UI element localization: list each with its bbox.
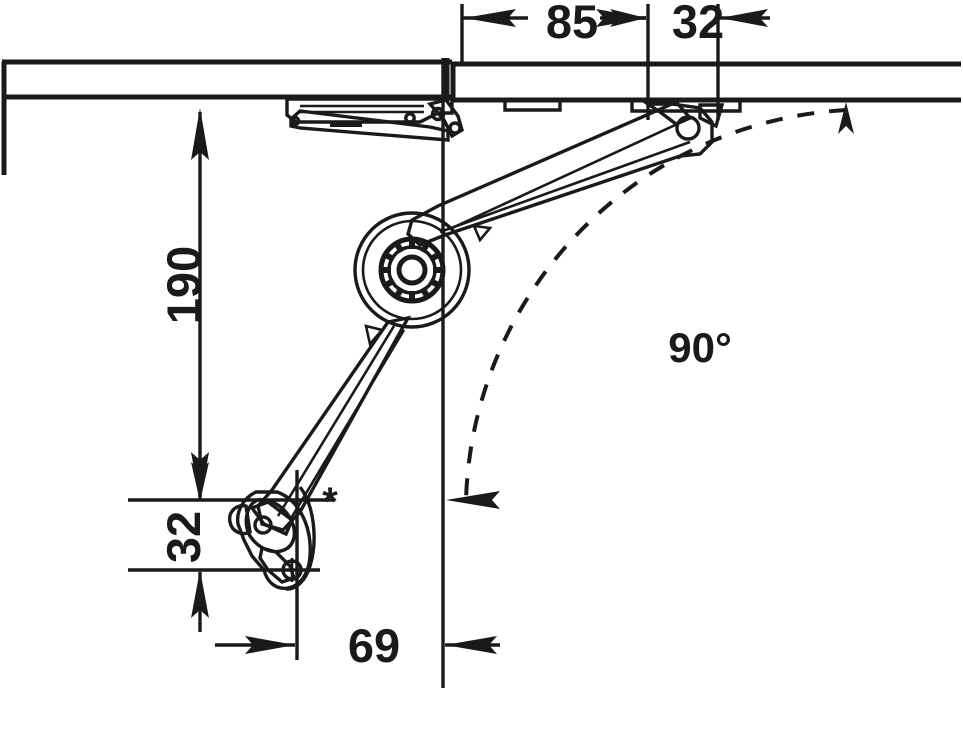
spline-tooth xyxy=(419,242,430,254)
upper-arm-flap-bracket-right xyxy=(698,103,725,129)
dimension-190: 190 xyxy=(157,108,210,502)
dim-32-top-label: 32 xyxy=(672,0,724,48)
bracket-inner-body xyxy=(244,498,297,554)
spline-tooth xyxy=(382,267,391,273)
bracket-profile-curve xyxy=(285,485,316,591)
spline-tooth xyxy=(394,286,405,298)
lower-arm-triangle-marker xyxy=(364,324,385,347)
hub-spline-teeth xyxy=(382,240,442,300)
hub-inner-circle xyxy=(361,219,463,321)
dim-190-arrow-top xyxy=(191,108,209,160)
swing-arc-dashed xyxy=(464,108,847,501)
mounting-plate-left xyxy=(503,98,562,112)
dim-32-top-arrow-right xyxy=(720,9,768,27)
fitting-pivot-hole-b xyxy=(404,112,416,124)
bracket-foot xyxy=(258,545,297,584)
fitting-pivot-hole-d xyxy=(289,115,301,127)
dimension-69: 69 xyxy=(215,619,500,672)
lift-fitting-body xyxy=(285,97,464,142)
upper-arm-inner-line-2 xyxy=(439,140,691,234)
dim-85-label: 85 xyxy=(546,0,598,48)
mounting-plate xyxy=(503,98,742,113)
arc-arrow-top xyxy=(838,102,854,134)
mounting-plate-right xyxy=(630,98,742,113)
spline-tooth xyxy=(419,286,430,298)
spline-tooth xyxy=(428,277,440,288)
upper-arm-flap-bracket-left xyxy=(642,102,693,126)
fitting-lower-lever xyxy=(289,109,450,142)
asterisk-marker-label: * xyxy=(322,480,338,524)
upper-arm-triangle-marker xyxy=(471,224,493,243)
spline-tooth xyxy=(384,277,396,288)
lower-arm-inner-line-1 xyxy=(276,325,396,517)
upper-arm-body xyxy=(406,102,714,247)
dim-69-arrow-left xyxy=(245,636,295,654)
spline-tooth xyxy=(394,242,405,254)
bracket-left-lobe xyxy=(228,504,252,536)
spline-tooth xyxy=(409,240,415,249)
spline-tooth xyxy=(409,291,415,300)
bracket-arm-tip xyxy=(249,500,295,537)
dim-69-label: 69 xyxy=(348,619,400,672)
dim-85-arrow-left xyxy=(464,9,516,27)
dimension-32-left: 32 xyxy=(157,460,210,632)
bracket-pivot-hole xyxy=(253,515,273,535)
spline-tooth xyxy=(384,252,396,263)
dim-190-label: 190 xyxy=(157,246,210,324)
hub-bore xyxy=(396,254,428,286)
fitting-link-elbow xyxy=(426,98,464,139)
dim-69-arrow-right xyxy=(445,636,497,654)
cabinet-top-panel xyxy=(1,59,452,175)
angle-90-label: 90° xyxy=(668,324,732,371)
dim-32-left-label: 32 xyxy=(157,511,210,563)
hub-spline-ring-outer xyxy=(378,236,446,304)
dimension-32-top: 32 xyxy=(608,0,770,48)
reference-lines xyxy=(128,4,720,688)
lower-arm-inner-line-2 xyxy=(288,329,406,521)
upper-link-arm xyxy=(406,102,725,247)
arc-arrow-left xyxy=(446,491,500,509)
spline-tooth xyxy=(433,267,442,273)
opening-angle-arc xyxy=(446,102,854,509)
fitting-tab-1 xyxy=(330,122,362,127)
dim-32-top-arrow-left xyxy=(610,9,646,27)
fitting-pivot-hole-c xyxy=(448,121,462,135)
dim-32-left-arrow-lower xyxy=(191,570,209,618)
upper-arm-inner-line-1 xyxy=(451,118,687,230)
hub-outer-circle xyxy=(353,211,471,329)
mounting-bracket xyxy=(228,485,316,591)
pivot-hub xyxy=(353,211,471,329)
dim-32-left-arrow-upper xyxy=(191,462,209,502)
fitting-pivot-hole-a xyxy=(430,106,446,122)
spline-tooth xyxy=(428,252,440,263)
fitting-housing xyxy=(285,97,454,124)
